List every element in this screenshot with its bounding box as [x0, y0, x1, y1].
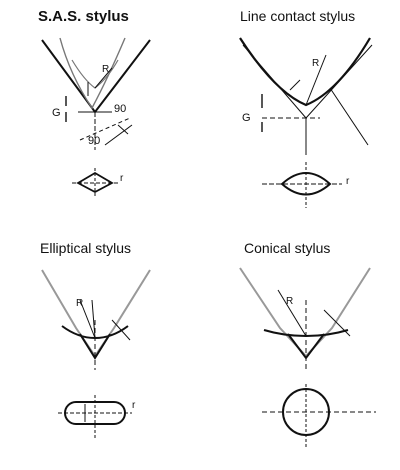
line-contact-tip-plan-view — [262, 162, 342, 208]
sas-tip-plan-view — [72, 168, 118, 198]
elliptical-stylus-title: Elliptical stylus — [40, 240, 132, 256]
sas-angle-upper-label: 90 — [114, 103, 126, 115]
conical-stylus-profile — [239, 267, 371, 372]
sas-angle-lower-label: 90 — [88, 135, 100, 147]
line-contact-radius-label: R — [312, 58, 319, 69]
line-contact-gap-label: G — [242, 112, 251, 124]
conical-stylus-title: Conical stylus — [244, 240, 331, 256]
elliptical-stylus-profile — [41, 269, 151, 370]
line-contact-tip-radius-label: r — [346, 176, 350, 187]
line-contact-stylus-profile — [239, 37, 373, 155]
elliptical-tip-plan-view — [58, 395, 132, 440]
elliptical-radius-label: R — [76, 298, 83, 309]
elliptical-tip-radius-label: r — [132, 400, 136, 411]
line-contact-stylus-title: Line contact stylus — [240, 8, 356, 24]
sas-gap-label: G — [52, 107, 61, 119]
conical-tip-plan-view — [262, 384, 376, 448]
sas-stylus-title: S.A.S. stylus — [38, 8, 129, 25]
sas-radius-label: R — [102, 64, 109, 75]
conical-radius-label: R — [286, 296, 293, 307]
sas-stylus-profile — [41, 37, 151, 150]
sas-tip-radius-label: r — [120, 173, 124, 184]
